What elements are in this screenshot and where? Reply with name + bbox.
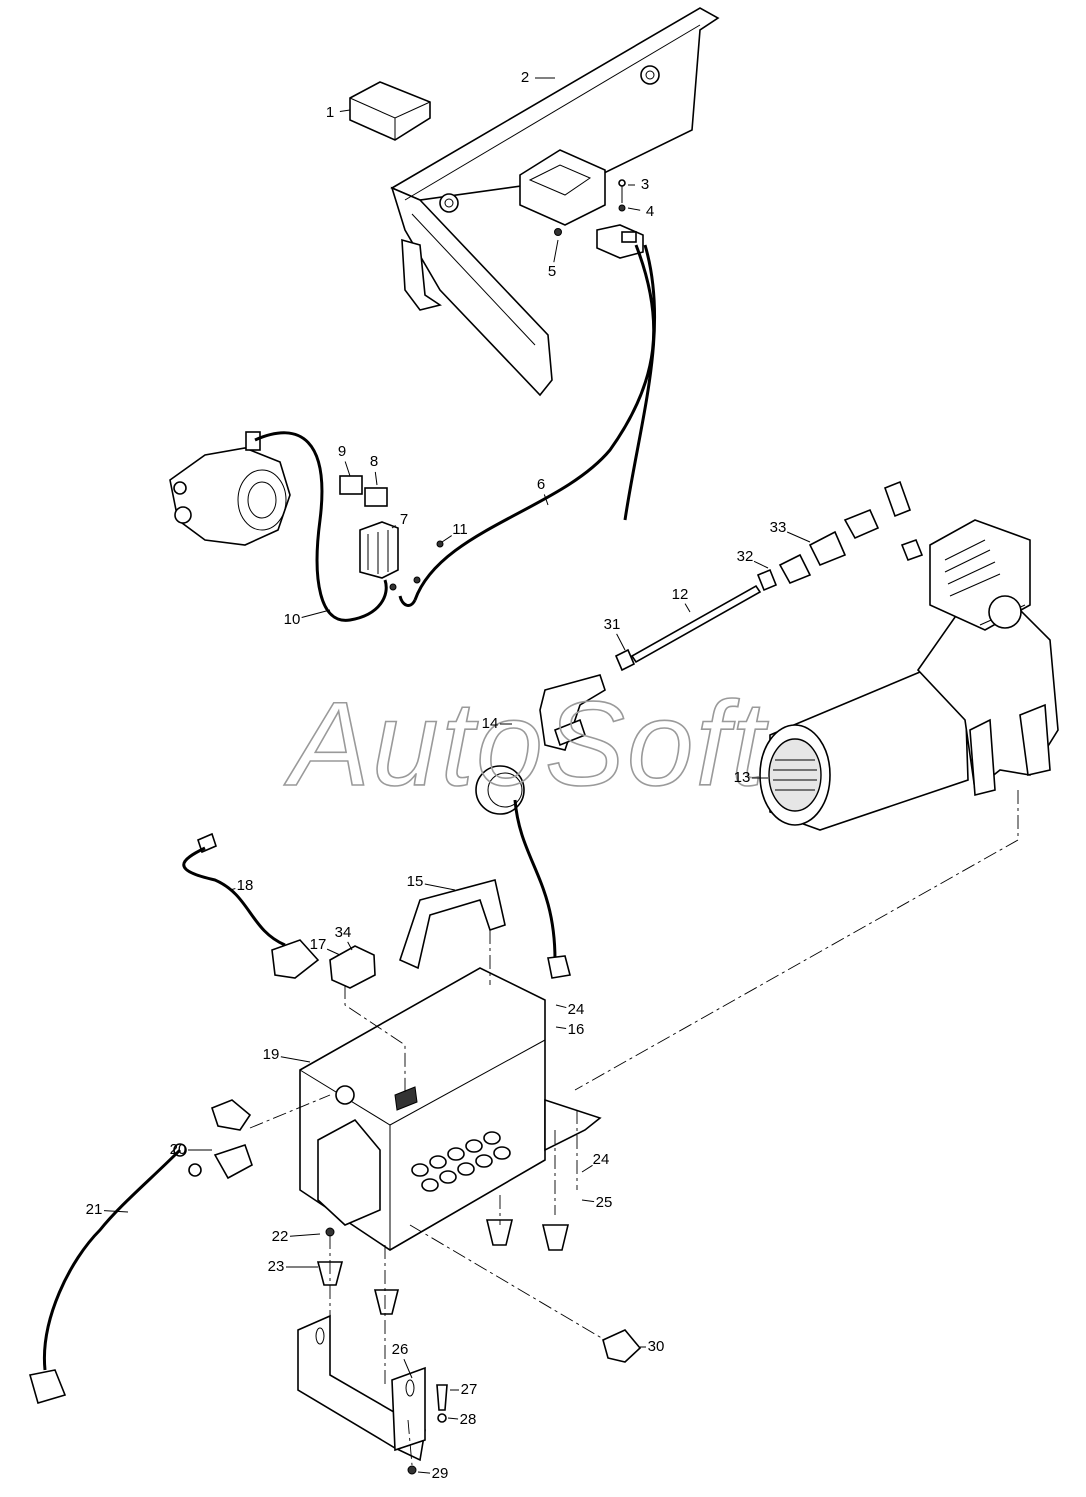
callout-34: 34	[335, 924, 352, 941]
callout-leader	[581, 1199, 595, 1203]
callout-leader	[616, 633, 626, 651]
callout-leader	[417, 1471, 431, 1474]
callouts: 1234567891011121314151617181920212223242…	[86, 69, 811, 1482]
feet-and-bracket	[297, 1219, 570, 1475]
vent-holes	[411, 1131, 511, 1192]
callout-22: 22	[272, 1228, 289, 1245]
callout-1: 1	[326, 104, 334, 121]
air-fittings	[614, 480, 924, 672]
callout-leader	[301, 609, 331, 618]
callout-14: 14	[482, 715, 499, 732]
callout-29: 29	[432, 1465, 449, 1482]
assembly-lines	[249, 790, 1019, 1466]
inflator-gun	[475, 674, 606, 979]
callout-leader	[555, 1004, 567, 1009]
callout-3: 3	[641, 176, 649, 193]
housing-box	[299, 967, 602, 1251]
callout-12: 12	[672, 586, 689, 603]
callout-leader	[280, 1056, 311, 1063]
callout-26: 26	[392, 1341, 409, 1358]
callout-leader	[786, 531, 811, 543]
callout-31: 31	[604, 616, 621, 633]
watermark: AutoSoft	[284, 677, 769, 811]
switch-connector	[596, 224, 644, 259]
callout-leader	[103, 1210, 129, 1213]
callout-leader	[447, 1417, 459, 1420]
callout-27: 27	[461, 1381, 478, 1398]
callout-leader	[581, 1164, 593, 1173]
callout-leader	[326, 948, 341, 956]
callout-leader	[229, 888, 236, 891]
callout-2: 2	[521, 69, 529, 86]
knob-and-ground-wire	[28, 1099, 642, 1404]
callout-leader	[347, 941, 353, 951]
callout-leader	[441, 535, 452, 543]
callout-leader	[391, 525, 396, 529]
callout-leader	[553, 239, 559, 263]
callout-21: 21	[86, 1201, 103, 1218]
callout-28: 28	[460, 1411, 477, 1428]
callout-15: 15	[407, 873, 424, 890]
callout-24: 24	[568, 1001, 585, 1018]
callout-33: 33	[770, 519, 787, 536]
callout-leader	[424, 883, 456, 891]
rubber-pad	[349, 81, 431, 141]
callout-11: 11	[452, 521, 468, 538]
switch-wiring	[182, 832, 376, 989]
wire-harness	[398, 244, 657, 607]
callout-leader	[374, 471, 378, 486]
callout-leader	[684, 603, 691, 613]
callout-23: 23	[268, 1258, 285, 1275]
callout-24: 24	[593, 1151, 610, 1168]
callout-8: 8	[370, 453, 378, 470]
callout-25: 25	[596, 1194, 613, 1211]
callout-17: 17	[310, 936, 327, 953]
screw-and-washer	[554, 179, 626, 236]
callout-19: 19	[263, 1046, 280, 1063]
callout-16: 16	[568, 1021, 585, 1038]
callout-18: 18	[237, 877, 254, 894]
callout-32: 32	[737, 548, 754, 565]
callout-7: 7	[400, 511, 408, 528]
callout-leader	[339, 109, 351, 113]
callout-20: 20	[170, 1141, 187, 1158]
callout-9: 9	[338, 443, 346, 460]
callout-5: 5	[548, 263, 556, 280]
callout-leader	[627, 207, 641, 211]
callout-leader	[543, 494, 549, 506]
relay-block	[339, 475, 444, 591]
callout-13: 13	[734, 769, 751, 786]
callout-leader	[344, 461, 351, 477]
callout-6: 6	[537, 476, 545, 493]
callout-leader	[403, 1358, 413, 1379]
callout-10: 10	[284, 611, 301, 628]
callout-leader	[753, 560, 769, 569]
callout-4: 4	[646, 203, 654, 220]
handle	[399, 879, 506, 970]
compressor	[759, 519, 1059, 831]
callout-leader	[555, 1026, 567, 1030]
pressure-switch	[169, 431, 388, 622]
callout-leader	[289, 1233, 321, 1237]
callout-30: 30	[648, 1338, 665, 1355]
bracket-housing	[390, 7, 720, 397]
